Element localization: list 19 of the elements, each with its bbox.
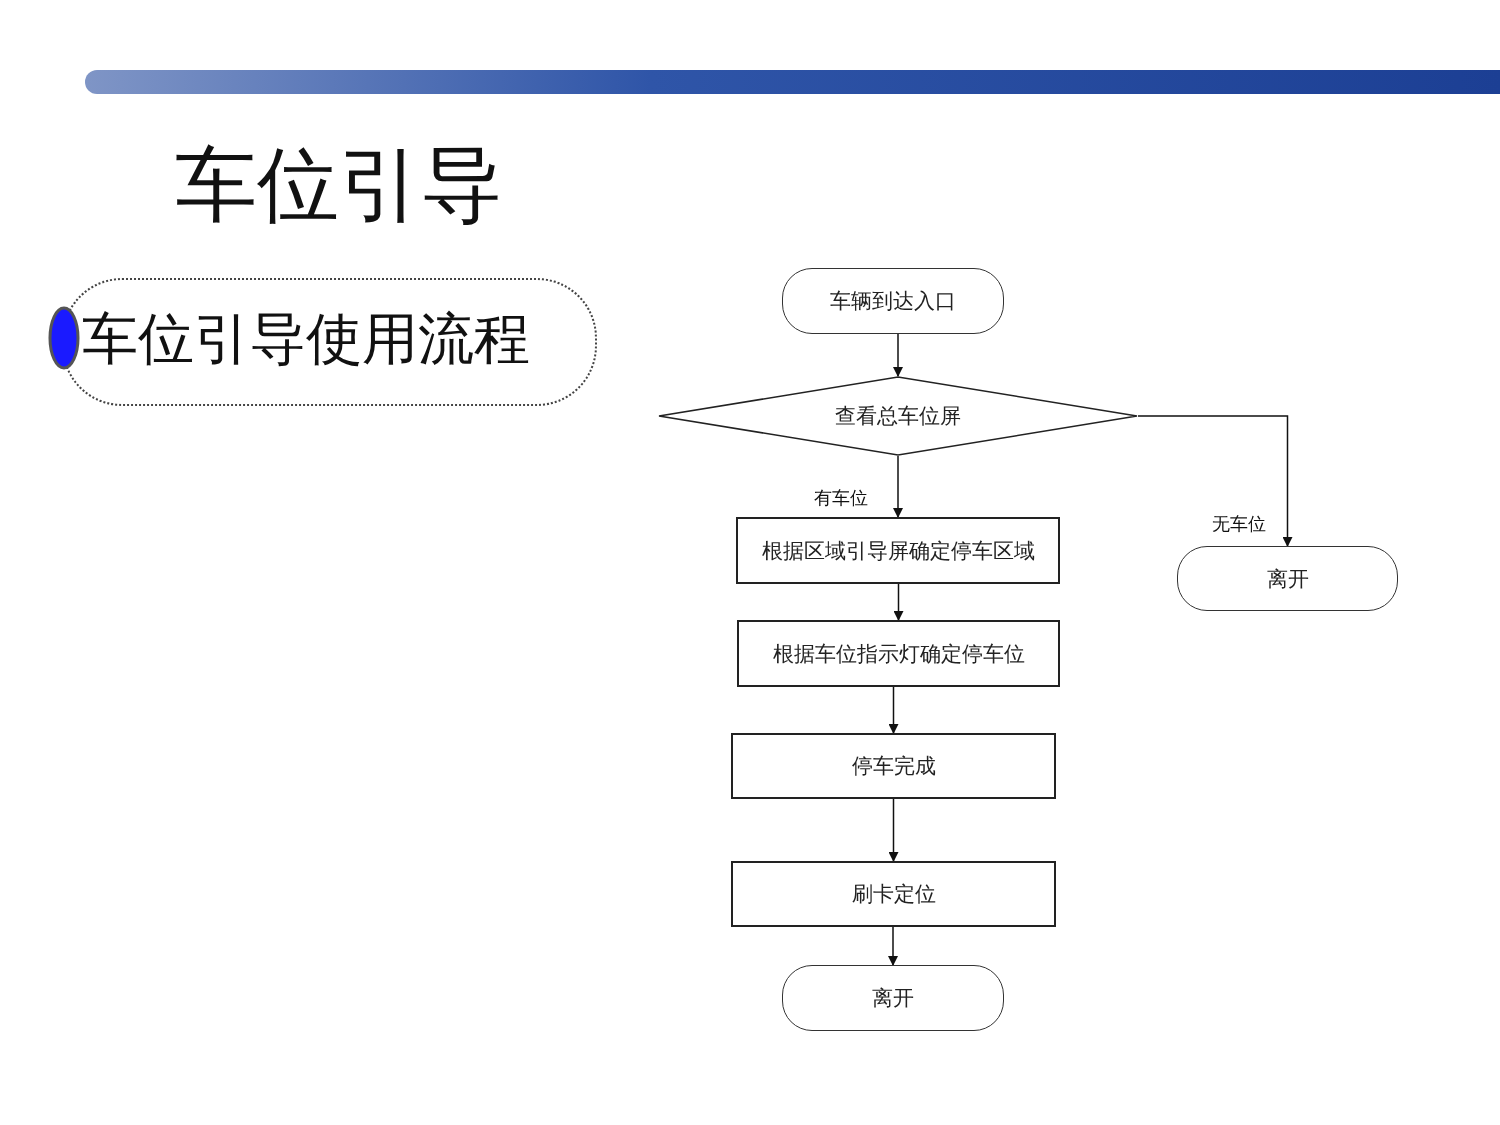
arrow bbox=[1137, 415, 1293, 547]
arrow bbox=[888, 686, 899, 734]
arrow bbox=[893, 455, 903, 518]
process-box: 刷卡定位 bbox=[731, 861, 1056, 927]
end-box: 离开 bbox=[1177, 546, 1398, 611]
process-box: 根据车位指示灯确定停车位 bbox=[737, 620, 1060, 687]
edge-label: 有车位 bbox=[812, 486, 870, 510]
arrow bbox=[893, 583, 904, 621]
title: 车位引导 bbox=[175, 140, 503, 231]
end-box: 离开 bbox=[782, 965, 1004, 1031]
decision-diamond: 查看总车位屏 bbox=[658, 376, 1138, 456]
process-box: 根据区域引导屏确定停车区域 bbox=[736, 517, 1060, 584]
arrow bbox=[893, 333, 903, 377]
arrow bbox=[888, 798, 899, 862]
subtitle: 车位引导使用流程 bbox=[82, 308, 530, 370]
start-box: 车辆到达入口 bbox=[782, 268, 1004, 334]
process-box: 停车完成 bbox=[731, 733, 1056, 799]
edge-label: 无车位 bbox=[1210, 512, 1268, 536]
arrow bbox=[888, 926, 898, 966]
